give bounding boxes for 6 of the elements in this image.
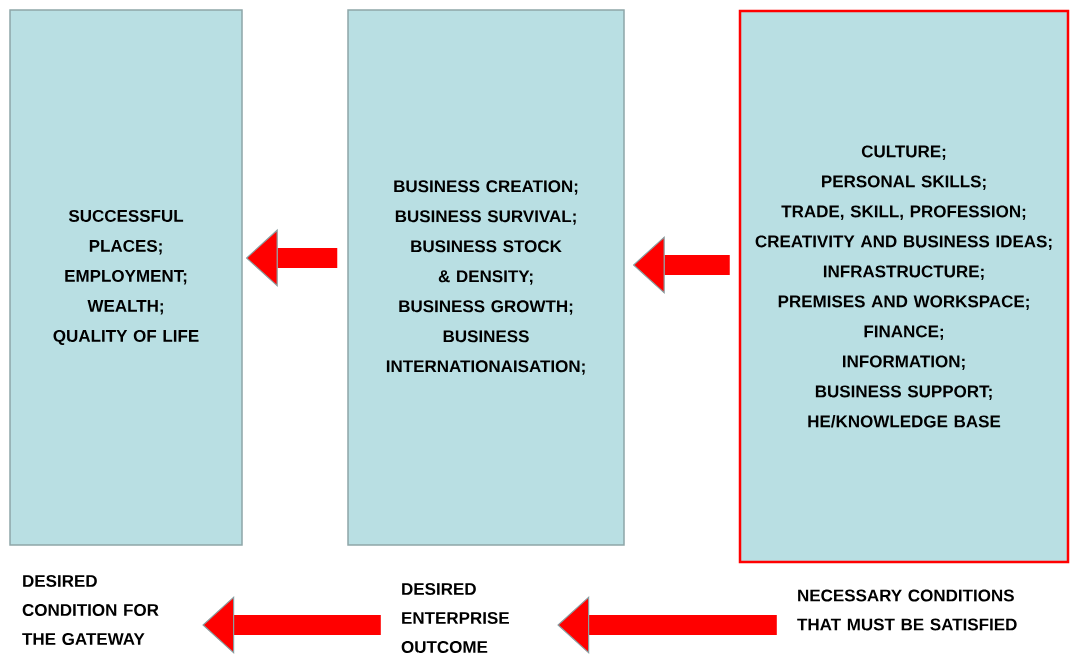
text-box: BUSINESS CREATION; BUSINESS SURVIVAL; BUSINESS STOCK & DENSITY; BUSINESS GROWTH; BUSINESS INTERNATIONAISATION; [347,9,625,546]
text-box: SUCCESSFUL PLACES; EMPLOYMENT; WEALTH; QUALITY OF LIFE [9,9,243,546]
text-box: CULTURE; PERSONAL SKILLS; TRADE, SKILL, PROFESSION; CREATIVITY AND BUSINESS IDEAS; INFRASTRUCTURE; PREMISES AND WORKSPACE; FINANCE; INFORMATION; BUSINESS SUPPORT; HE/KNOWLEDGE BASE [738,9,1070,564]
label-text: NECESSARY CONDITIONS THAT MUST BE SATISFIED [797,589,1017,631]
label-text: DESIRED CONDITION FOR THE GATEWAY [22,574,159,645]
label-text: DESIRED ENTERPRISE OUTCOME [401,582,509,653]
